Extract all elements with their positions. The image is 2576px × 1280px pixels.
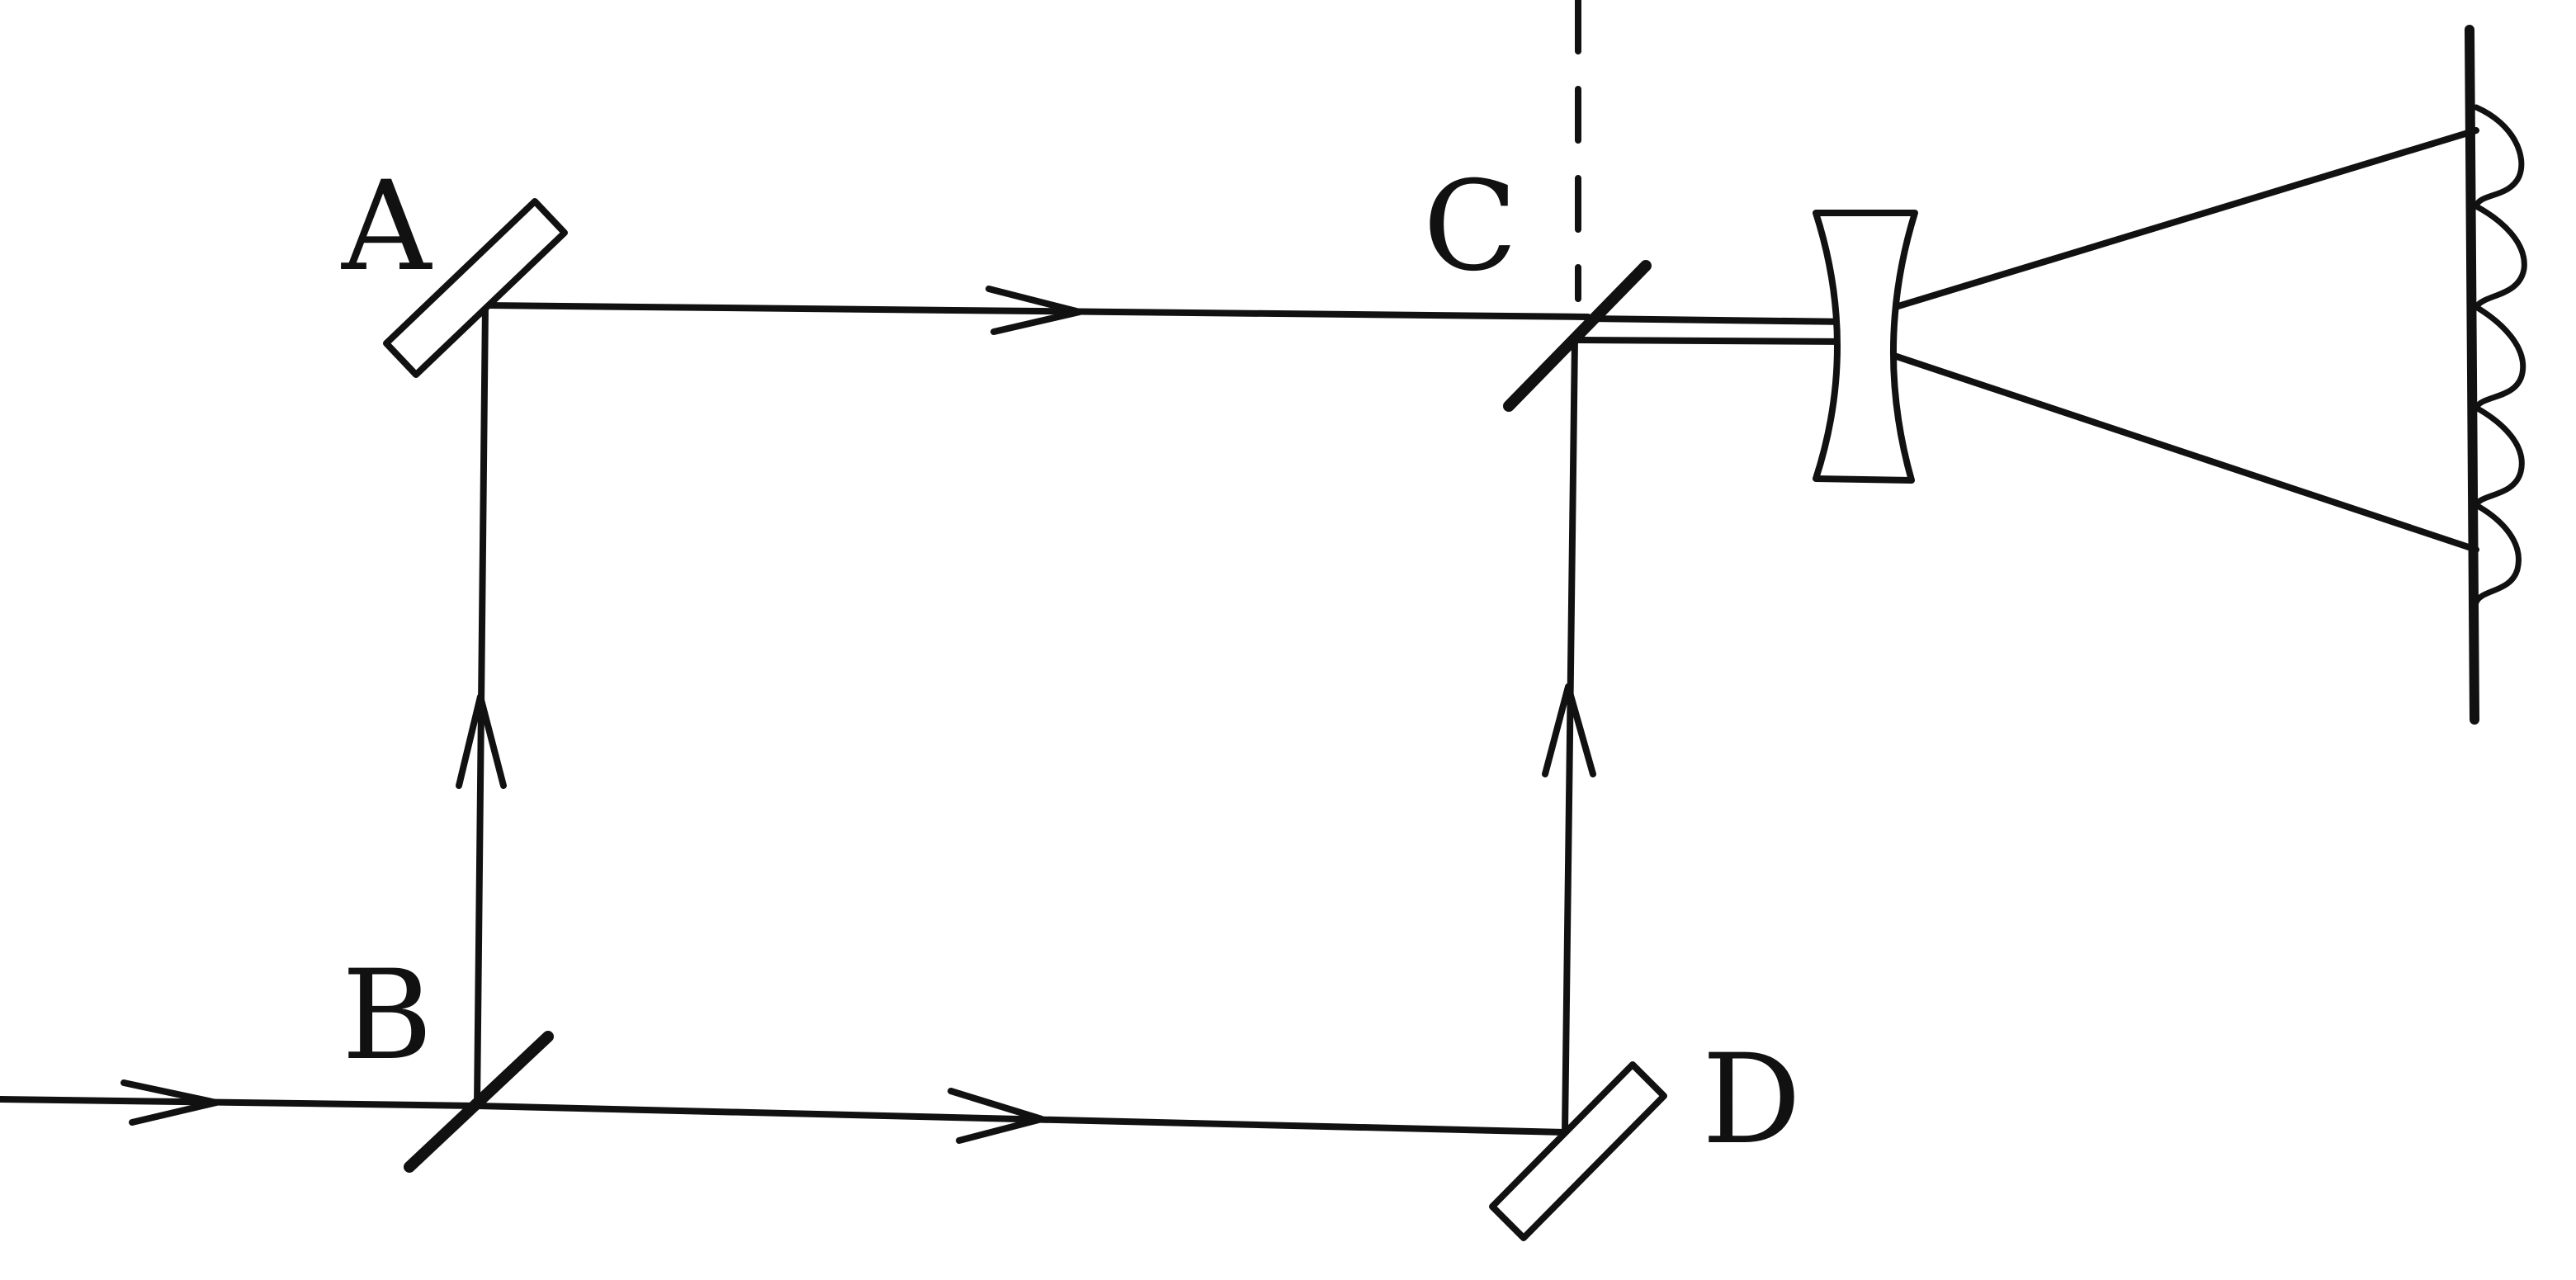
mirror-d	[1489, 1061, 1667, 1241]
mirror-a	[383, 198, 568, 378]
output-beam-lower	[1575, 337, 1855, 345]
incoming-beam	[0, 1096, 480, 1109]
label-a: A	[341, 155, 432, 299]
arrow-b-to-a	[456, 693, 507, 789]
cone-upper-ray	[1849, 127, 2479, 324]
label-b: B	[342, 944, 432, 1088]
beam-a-to-c	[482, 302, 1591, 320]
arrow-d-to-c	[1542, 683, 1596, 777]
label-c: C	[1423, 155, 1518, 299]
label-d: D	[1702, 1028, 1801, 1172]
beam-d-to-c	[1562, 335, 1578, 1136]
arrow-a-to-c	[985, 286, 1083, 335]
cone-lower-ray	[1849, 338, 2479, 553]
beam-b-to-d	[474, 1103, 1568, 1136]
diverging-lens	[1813, 210, 1918, 484]
beam-splitter-b	[404, 1031, 554, 1173]
arrow-incoming	[121, 1079, 220, 1126]
screen	[2465, 25, 2479, 725]
fringe-pattern	[2473, 104, 2527, 606]
output-beam-upper	[1585, 315, 1855, 325]
arrow-b-to-d	[948, 1088, 1045, 1144]
beam-splitter-c	[1503, 260, 1652, 412]
